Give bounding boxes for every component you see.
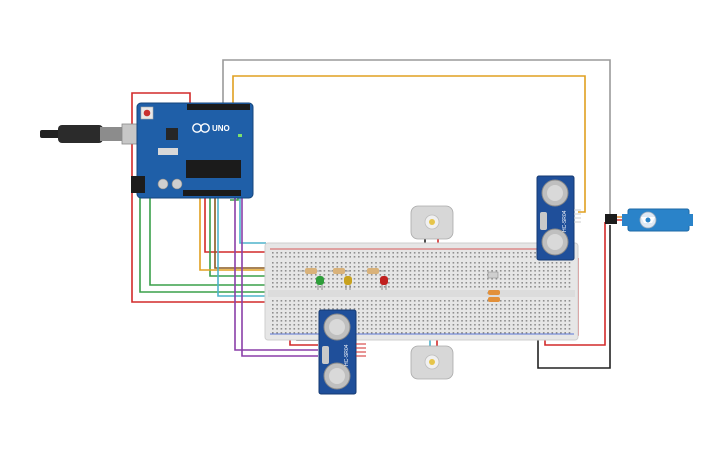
led-yellow[interactable] (344, 276, 352, 290)
wire-orange-trig[interactable] (232, 75, 586, 213)
ultrasonic-sensor-bottom[interactable]: HC-SR04 (318, 309, 366, 395)
wire-purple-1[interactable] (234, 195, 318, 351)
ultrasonic-sensor-top[interactable]: HC-SR04 (536, 175, 581, 261)
wire-red-servo[interactable] (544, 222, 606, 346)
sensor-top-label: HC-SR04 (562, 210, 568, 232)
resistor-5[interactable] (487, 297, 500, 302)
led-green[interactable] (316, 276, 324, 290)
breadboard[interactable] (264, 242, 579, 341)
arduino-uno-board[interactable]: UNO (131, 102, 254, 199)
resistor-3[interactable] (362, 268, 386, 274)
wire-black-gnd-servo[interactable] (537, 225, 611, 369)
arduino-logo: UNO (192, 123, 230, 133)
servo-motor[interactable] (605, 208, 693, 232)
wire-red-rail[interactable] (204, 195, 266, 253)
wire-green-2[interactable] (149, 195, 320, 286)
usb-cable (40, 123, 139, 145)
wire-gray-servo-signal[interactable] (222, 59, 611, 215)
resistor-4[interactable] (487, 290, 500, 295)
board-model-label: UNO (212, 124, 230, 133)
dc-motor-top[interactable] (410, 205, 454, 240)
wire-purple-2[interactable] (241, 195, 318, 357)
led-red[interactable] (380, 276, 388, 290)
wire-red-5v-left[interactable] (131, 92, 265, 303)
transistor[interactable] (487, 271, 499, 279)
sensor-bottom-label: HC-SR04 (344, 344, 350, 366)
resistor-1[interactable] (300, 268, 322, 274)
resistor-2[interactable] (328, 268, 350, 274)
dc-motor-bottom[interactable] (410, 345, 454, 380)
